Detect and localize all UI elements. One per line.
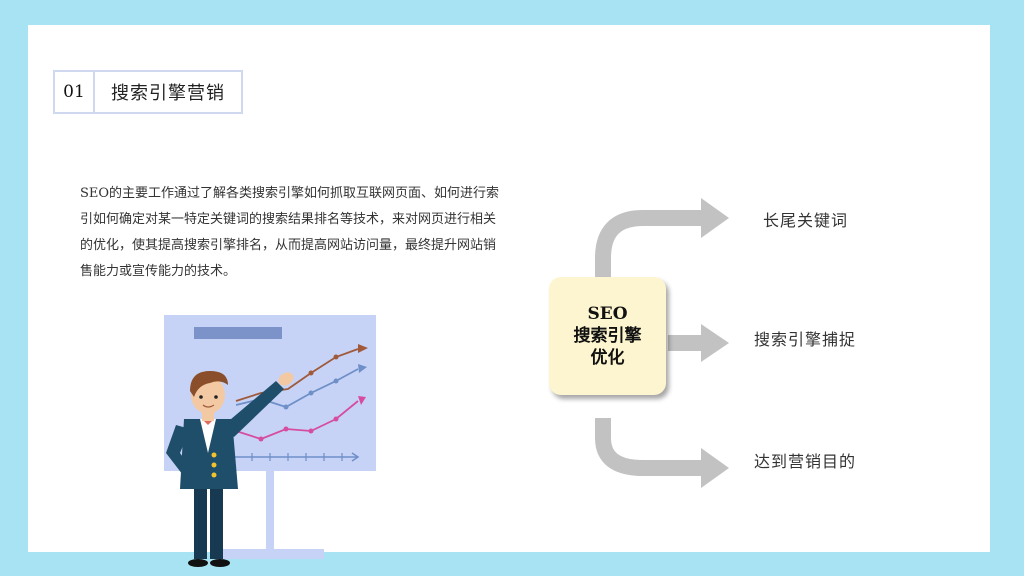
- arrow-head-middle-icon: [701, 324, 729, 362]
- section-title: 搜索引擎营销: [111, 83, 225, 104]
- description-paragraph: SEO的主要工作通过了解各类搜索引擎如何抓取互联网页面、如何进行索引如何确定对某…: [80, 186, 500, 279]
- board-base: [220, 549, 324, 559]
- arrow-head-icon: [358, 364, 367, 373]
- branch-label-long-tail-keywords: 长尾关键词: [763, 211, 849, 230]
- trend-line-brown: [235, 348, 359, 402]
- board-stand: [266, 463, 274, 551]
- trend-line-pink: [235, 400, 359, 440]
- board-title-bar: [194, 327, 282, 339]
- slide-card: 01 搜索引擎营销 SEO的主要工作通过了解各类搜索引擎如何抓取互联网页面、如何…: [28, 25, 990, 567]
- branch-label-search-capture: 搜索引擎捕捉: [754, 330, 857, 349]
- branch-lines: [595, 210, 703, 476]
- section-heading: 01 搜索引擎营销: [53, 70, 243, 114]
- presenter-illustration: [164, 315, 376, 567]
- flow-arrows: [595, 198, 729, 488]
- axis-arrow-icon: [351, 452, 360, 462]
- seo-line-3: 优化: [590, 348, 625, 368]
- seo-center-box: SEO 搜索引擎 优化: [549, 277, 666, 395]
- branch-label-marketing-goal: 达到营销目的: [754, 452, 857, 471]
- arrow-head-icon: [358, 344, 368, 353]
- arrow-head-icon: [358, 396, 366, 405]
- presenter-figure: [166, 371, 294, 567]
- section-number: 01: [55, 72, 95, 112]
- seo-line-2: 搜索引擎: [573, 326, 642, 346]
- seo-label: SEO: [587, 304, 628, 324]
- arrow-head-bottom-icon: [701, 448, 729, 488]
- arrow-head-top-icon: [701, 198, 729, 238]
